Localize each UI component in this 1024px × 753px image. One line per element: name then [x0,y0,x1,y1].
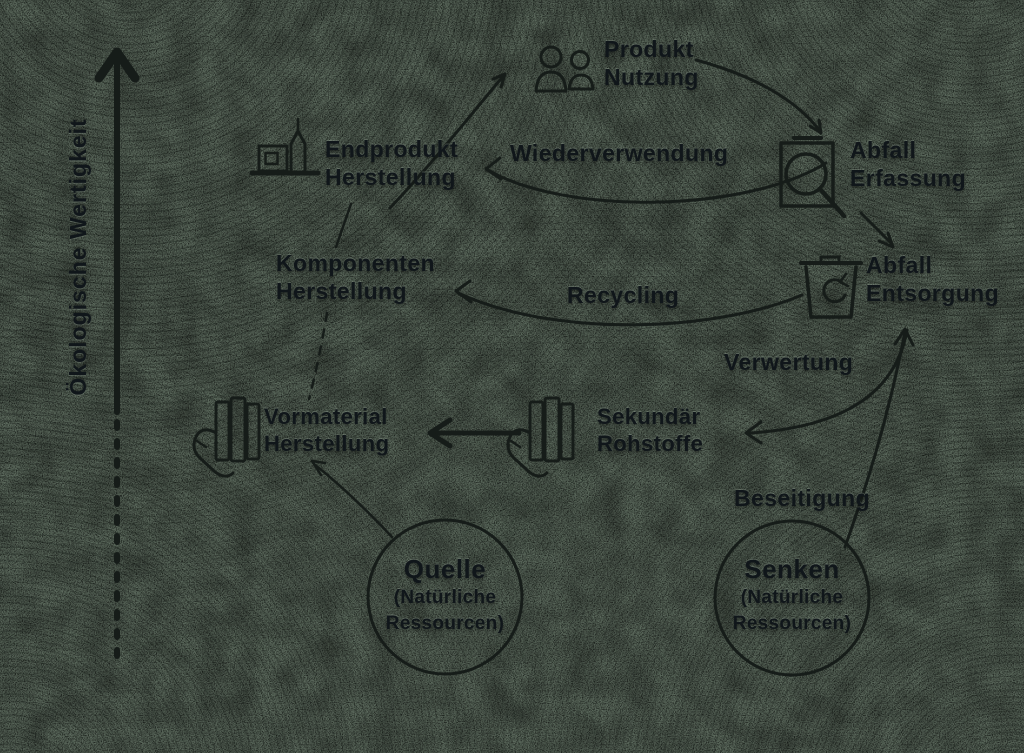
abfall-entsorgung-line1: Abfall [866,252,933,278]
abfall-entsorgung-line2: Entsorgung [866,280,1000,306]
senken-sub1: (Natürliche [740,587,844,608]
beseitigung-label: Beseitigung [734,485,871,511]
endprodukt-line2: Herstellung [325,164,456,190]
ecological-value-axis-arrow [94,47,140,667]
recycling-label: Recycling [567,282,680,308]
vormaterial-line2: Herstellung [264,431,390,456]
sekundaer-line2: Rohstoffe [597,431,704,456]
senken-circle [713,519,871,677]
vormaterial-icon [192,396,261,478]
sekundaer-rohstoffe-label: Sekundär Rohstoffe [597,403,703,457]
arrow-endprodukt-to-produkt [388,72,507,210]
quelle-title: Quelle [403,554,487,584]
komponenten-herstellung-label: Komponenten Herstellung [276,249,435,305]
produkt-nutzung-line2: Nutzung [604,64,699,90]
abfall-erfassung-line2: Erfassung [850,165,967,191]
quelle-sub1: (Natürliche [393,587,497,608]
quelle-label: Quelle (Natürliche Ressourcen) [335,553,555,637]
wiederverwendung-label: Wiederverwendung [510,140,729,166]
users-icon [534,45,595,93]
senken-sub2: Ressourcen) [732,613,852,634]
arrow-produkt-to-erfassung [694,58,823,135]
arrow-recycling [454,279,804,327]
endprodukt-line1: Endprodukt [325,136,459,162]
factory-icon [249,117,321,176]
komponenten-line1: Komponenten [276,250,435,276]
abfall-erfassung-label: Abfall Erfassung [850,136,966,192]
produkt-nutzung-line1: Produkt [604,36,694,62]
senken-title: Senken [744,554,840,584]
trash-recycle-icon [799,255,863,319]
hill-connector-lines [307,202,353,401]
arrow-sekundaer-to-vormaterial [427,417,522,449]
endprodukt-herstellung-label: Endprodukt Herstellung [325,135,458,191]
abfall-entsorgung-label: Abfall Entsorgung [866,251,999,307]
vormaterial-herstellung-label: Vormaterial Herstellung [264,403,389,457]
vormaterial-line1: Vormaterial [264,404,388,429]
verwertung-label: Verwertung [724,349,854,375]
abfall-erfassung-line1: Abfall [850,137,917,163]
sekundaer-icon [506,396,575,478]
magnifier-box-icon [779,136,847,219]
axis-label: Ökologische Wertigkeit [65,118,91,396]
quelle-circle [366,518,524,676]
komponenten-line2: Herstellung [276,278,407,304]
sekundaer-line1: Sekundär [597,404,701,429]
arrow-quelle-to-vormaterial [310,459,394,539]
quelle-sub2: Ressourcen) [385,613,505,634]
produkt-nutzung-label: Produkt Nutzung [604,35,699,91]
arrow-beseitigung [843,327,915,549]
senken-label: Senken (Natürliche Ressourcen) [682,553,902,637]
arrow-erfassung-to-entsorgung [859,211,895,249]
